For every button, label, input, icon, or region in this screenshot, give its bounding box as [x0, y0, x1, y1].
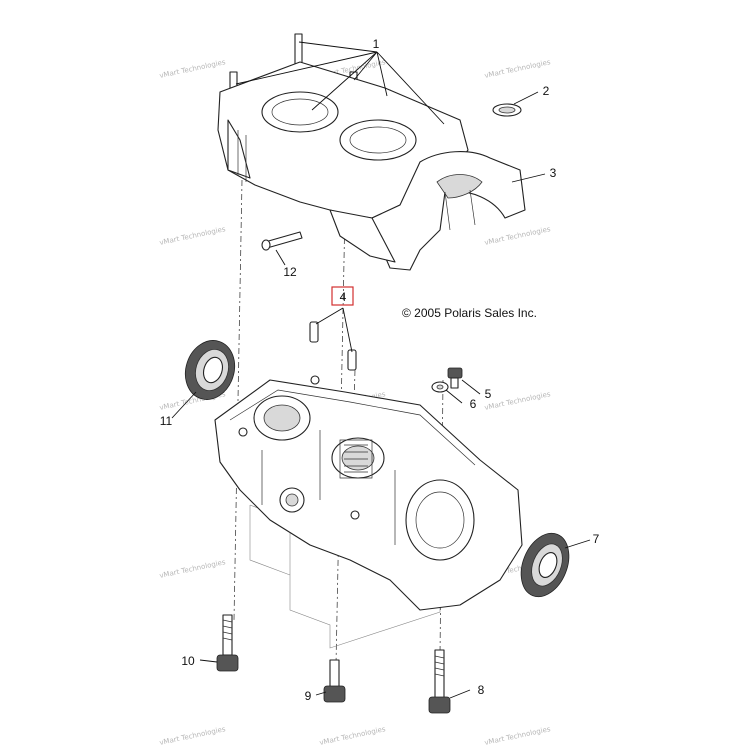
watermark: vMart Technologies — [484, 725, 552, 747]
plug-item-2 — [492, 103, 522, 117]
callout-9: 9 — [305, 689, 312, 703]
callout-1: 1 — [373, 37, 380, 51]
bolt-item-9 — [323, 659, 346, 703]
seal-right-item-7 — [520, 532, 570, 598]
seal-left-item-11 — [184, 340, 236, 400]
watermark: vMart Technologies — [484, 390, 552, 412]
callout-4-highlight-box — [331, 286, 354, 306]
watermark: vMart Technologies — [159, 725, 227, 747]
washer-item-6 — [431, 381, 449, 393]
bolt-item-10 — [216, 614, 239, 672]
callout-5: 5 — [485, 387, 492, 401]
callout-labels: 1 2 3 4 5 6 7 8 9 10 11 12 — [160, 37, 600, 703]
watermark: vMart Technologies — [159, 558, 227, 580]
lower-crankcase — [214, 375, 523, 649]
watermark: vMart Technologies — [159, 58, 227, 80]
watermark: vMart Technologies — [484, 58, 552, 80]
callout-4: 4 — [340, 290, 347, 304]
dowel-pins — [309, 321, 357, 371]
callout-11: 11 — [160, 414, 173, 428]
upper-crankcase — [217, 33, 526, 271]
watermark: vMart Technologies — [319, 725, 387, 747]
copyright-notice: © 2005 Polaris Sales Inc. — [402, 306, 537, 320]
callout-7: 7 — [593, 532, 600, 546]
callout-6: 6 — [470, 397, 477, 411]
leader-lines — [171, 41, 591, 699]
callout-8: 8 — [478, 683, 485, 697]
callout-3: 3 — [550, 166, 557, 180]
watermark: vMart Technologies — [484, 225, 552, 247]
bolt-item-5 — [447, 367, 463, 389]
fitting-item-12 — [261, 231, 303, 251]
callout-10: 10 — [181, 654, 195, 668]
watermark: vMart Technologies — [159, 225, 227, 247]
callout-2: 2 — [543, 84, 550, 98]
callout-12: 12 — [283, 265, 297, 279]
bolt-item-8 — [428, 649, 451, 714]
